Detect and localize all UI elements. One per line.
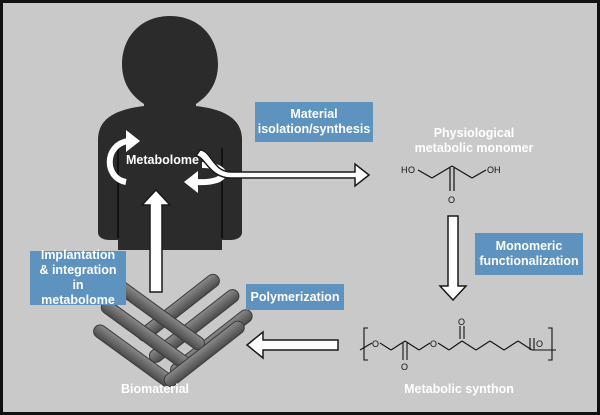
implantation-box-line-3: in metabolome xyxy=(41,278,115,307)
biomaterial-label: Biomaterial xyxy=(120,382,190,396)
biomaterial-rods-icon xyxy=(93,273,253,388)
synthon-structure xyxy=(359,326,556,361)
monomer-structure xyxy=(417,165,487,191)
synthon-label: Metabolic synthon xyxy=(404,382,514,396)
arrow-to-synthon xyxy=(438,215,468,302)
monomer-label: Physiological metabolic monomer xyxy=(399,126,549,156)
monomer-atom-o-left: O xyxy=(408,165,415,175)
cycle-arrowhead-right xyxy=(184,171,198,193)
monomeric-box-line-1: Monomeric xyxy=(495,239,563,253)
isolation-box-line-2: isolation/synthesis xyxy=(257,122,371,136)
monomer-atom-h-left: H xyxy=(401,165,408,175)
metabolome-label: Metabolome xyxy=(126,153,199,167)
diagram-graphics: H O O H O O O xyxy=(93,16,556,388)
synthon-atom-o-2: O xyxy=(401,362,408,372)
monomer-atom-o-right: O xyxy=(487,165,494,175)
cycle-arrowhead-left xyxy=(126,130,140,152)
monomer-label-line-1: Physiological xyxy=(433,126,515,140)
monomeric-box-line-2: functionalization xyxy=(479,254,579,268)
arrow-to-metabolome xyxy=(140,188,172,293)
synthon-atom-o-3: O xyxy=(430,339,437,349)
arrow-to-monomer xyxy=(194,149,371,188)
monomer-label-line-2: metabolic monomer xyxy=(414,141,534,155)
monomeric-box: Monomeric functionalization xyxy=(475,233,583,275)
synthon-atom-o-1: O xyxy=(372,339,379,349)
implantation-box-line-2: & integration xyxy=(39,263,117,277)
cycle-arrow-left xyxy=(106,138,129,185)
polymerization-box: Polymerization xyxy=(246,284,344,310)
monomer-atom-h-right: H xyxy=(494,165,501,175)
synthon-atom-o-4: O xyxy=(458,317,465,327)
synthon-atom-o-5: O xyxy=(536,339,543,349)
polymerization-box-text: Polymerization xyxy=(250,289,340,304)
isolation-box-line-1: Material xyxy=(290,107,338,121)
arrow-to-biomaterial xyxy=(245,330,339,360)
human-silhouette-icon xyxy=(98,16,242,250)
isolation-box: Material isolation/synthesis xyxy=(255,102,373,142)
monomer-atom-o-carbonyl: O xyxy=(448,195,455,205)
implantation-box-line-1: Implantation xyxy=(40,248,116,262)
implantation-box: Implantation & integration in metabolome xyxy=(30,248,126,307)
